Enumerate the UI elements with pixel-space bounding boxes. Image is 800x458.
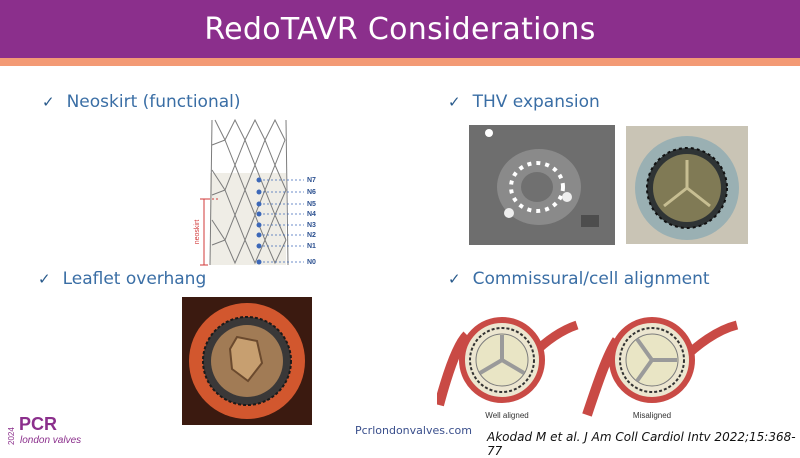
neoskirt-bracket-label: neoskirt — [194, 220, 201, 245]
well-aligned-caption: Well aligned — [485, 411, 528, 420]
neoskirt-level-lines — [259, 179, 304, 263]
bullet-neoskirt: ✓ Neoskirt (functional) — [42, 92, 241, 112]
stent-skirt — [210, 173, 286, 265]
level-label-n5: N5 — [307, 201, 316, 208]
logo-subtitle: london valves — [20, 435, 81, 446]
leaflet-overhang-photo — [182, 297, 312, 425]
misaligned-caption: Misaligned — [633, 411, 671, 420]
level-label-n2: N2 — [307, 232, 316, 239]
level-label-n7: N7 — [307, 177, 316, 184]
neoskirt-bracket — [200, 198, 220, 266]
bullet-leaflet-overhang: ✓ Leaflet overhang — [38, 269, 206, 289]
checkmark-icon: ✓ — [448, 93, 461, 111]
level-label-n0: N0 — [307, 259, 316, 266]
commissural-alignment-diagram: Well aligned Misaligned — [437, 317, 739, 420]
title-bar: RedoTAVR Considerations — [0, 0, 800, 58]
thv-expansion-photo — [626, 126, 748, 244]
title-underline — [0, 58, 800, 66]
checkmark-icon: ✓ — [42, 93, 55, 111]
citation: Akodad M et al. J Am Coll Cardiol Intv 2… — [487, 430, 796, 458]
bullet-label-leaflet-overhang: Leaflet overhang — [62, 269, 207, 289]
slide-title: RedoTAVR Considerations — [204, 11, 596, 47]
footer-url[interactable]: Pcrlondonvalves.com — [355, 424, 472, 437]
logo-brand: PCR — [19, 414, 57, 434]
bullet-commissural-alignment: ✓ Commissural/cell alignment — [448, 269, 710, 289]
bullet-label-commissural-alignment: Commissural/cell alignment — [472, 269, 710, 289]
bullet-label-neoskirt: Neoskirt (functional) — [66, 92, 241, 112]
misaligned-valve — [582, 317, 739, 417]
logo-year: 2024 — [7, 427, 16, 445]
stent-frame — [209, 118, 289, 266]
checkmark-icon: ✓ — [448, 270, 461, 288]
well-aligned-valve — [437, 317, 579, 407]
level-label-n6: N6 — [307, 189, 316, 196]
pcr-logo: 2024 PCR london valves — [7, 414, 81, 446]
level-label-n4: N4 — [307, 211, 316, 218]
thv-ct-image — [469, 125, 615, 245]
level-label-n3: N3 — [307, 222, 316, 229]
neoskirt-stent-diagram: neoskirt N7 N6 N5 N4 N3 N2 N1 N0 — [194, 118, 316, 266]
bullet-label-thv-expansion: THV expansion — [472, 92, 600, 112]
checkmark-icon: ✓ — [38, 270, 51, 288]
level-label-n1: N1 — [307, 243, 316, 250]
bullet-thv-expansion: ✓ THV expansion — [448, 92, 600, 112]
